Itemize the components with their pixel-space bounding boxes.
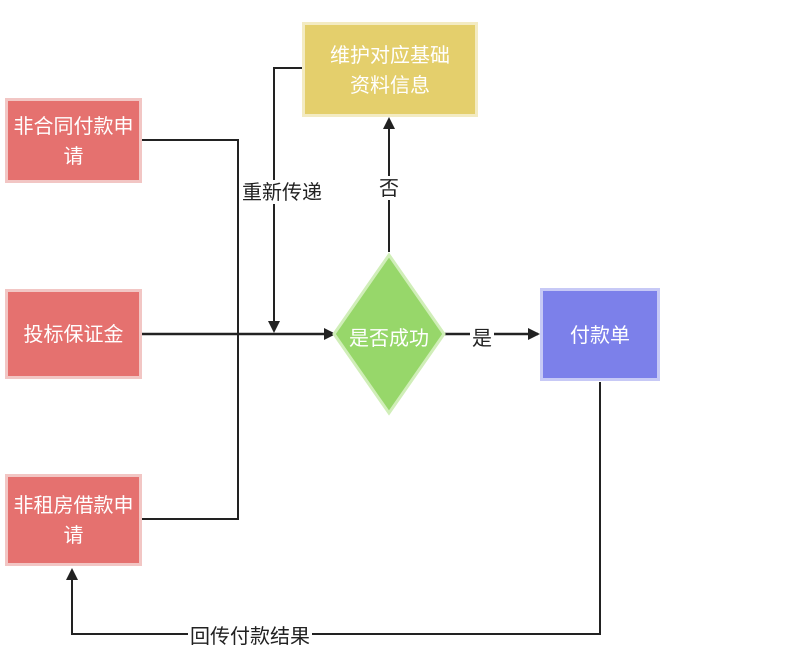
connector-non-contract-to-merge bbox=[142, 139, 239, 336]
node-non-contract-payment-label: 非合同付款申请 bbox=[13, 113, 134, 168]
node-maintain-basic-info: 维护对应基础资料信息 bbox=[302, 22, 478, 117]
node-is-success-label: 是否成功 bbox=[349, 326, 429, 350]
connector-resend bbox=[268, 67, 302, 333]
node-non-contract-payment: 非合同付款申请 bbox=[5, 98, 142, 183]
node-bid-deposit: 投标保证金 bbox=[5, 289, 142, 379]
edge-label-return-result: 回传付款结果 bbox=[188, 624, 312, 648]
edge-label-yes: 是 bbox=[470, 326, 494, 350]
decision-diamond bbox=[332, 252, 446, 416]
node-bid-deposit-label: 投标保证金 bbox=[23, 322, 124, 346]
connector-return-result bbox=[66, 382, 601, 635]
edge-label-resend: 重新传递 bbox=[240, 180, 324, 204]
edge-label-no: 否 bbox=[377, 176, 401, 200]
node-non-rental-loan: 非租房借款申请 bbox=[5, 474, 142, 566]
node-payment-order-label: 付款单 bbox=[570, 322, 630, 347]
connector-non-rental-to-merge bbox=[142, 336, 239, 520]
node-payment-order: 付款单 bbox=[540, 288, 660, 381]
node-non-rental-loan-label: 非租房借款申请 bbox=[13, 493, 134, 547]
node-maintain-basic-info-label: 维护对应基础资料信息 bbox=[330, 42, 450, 97]
